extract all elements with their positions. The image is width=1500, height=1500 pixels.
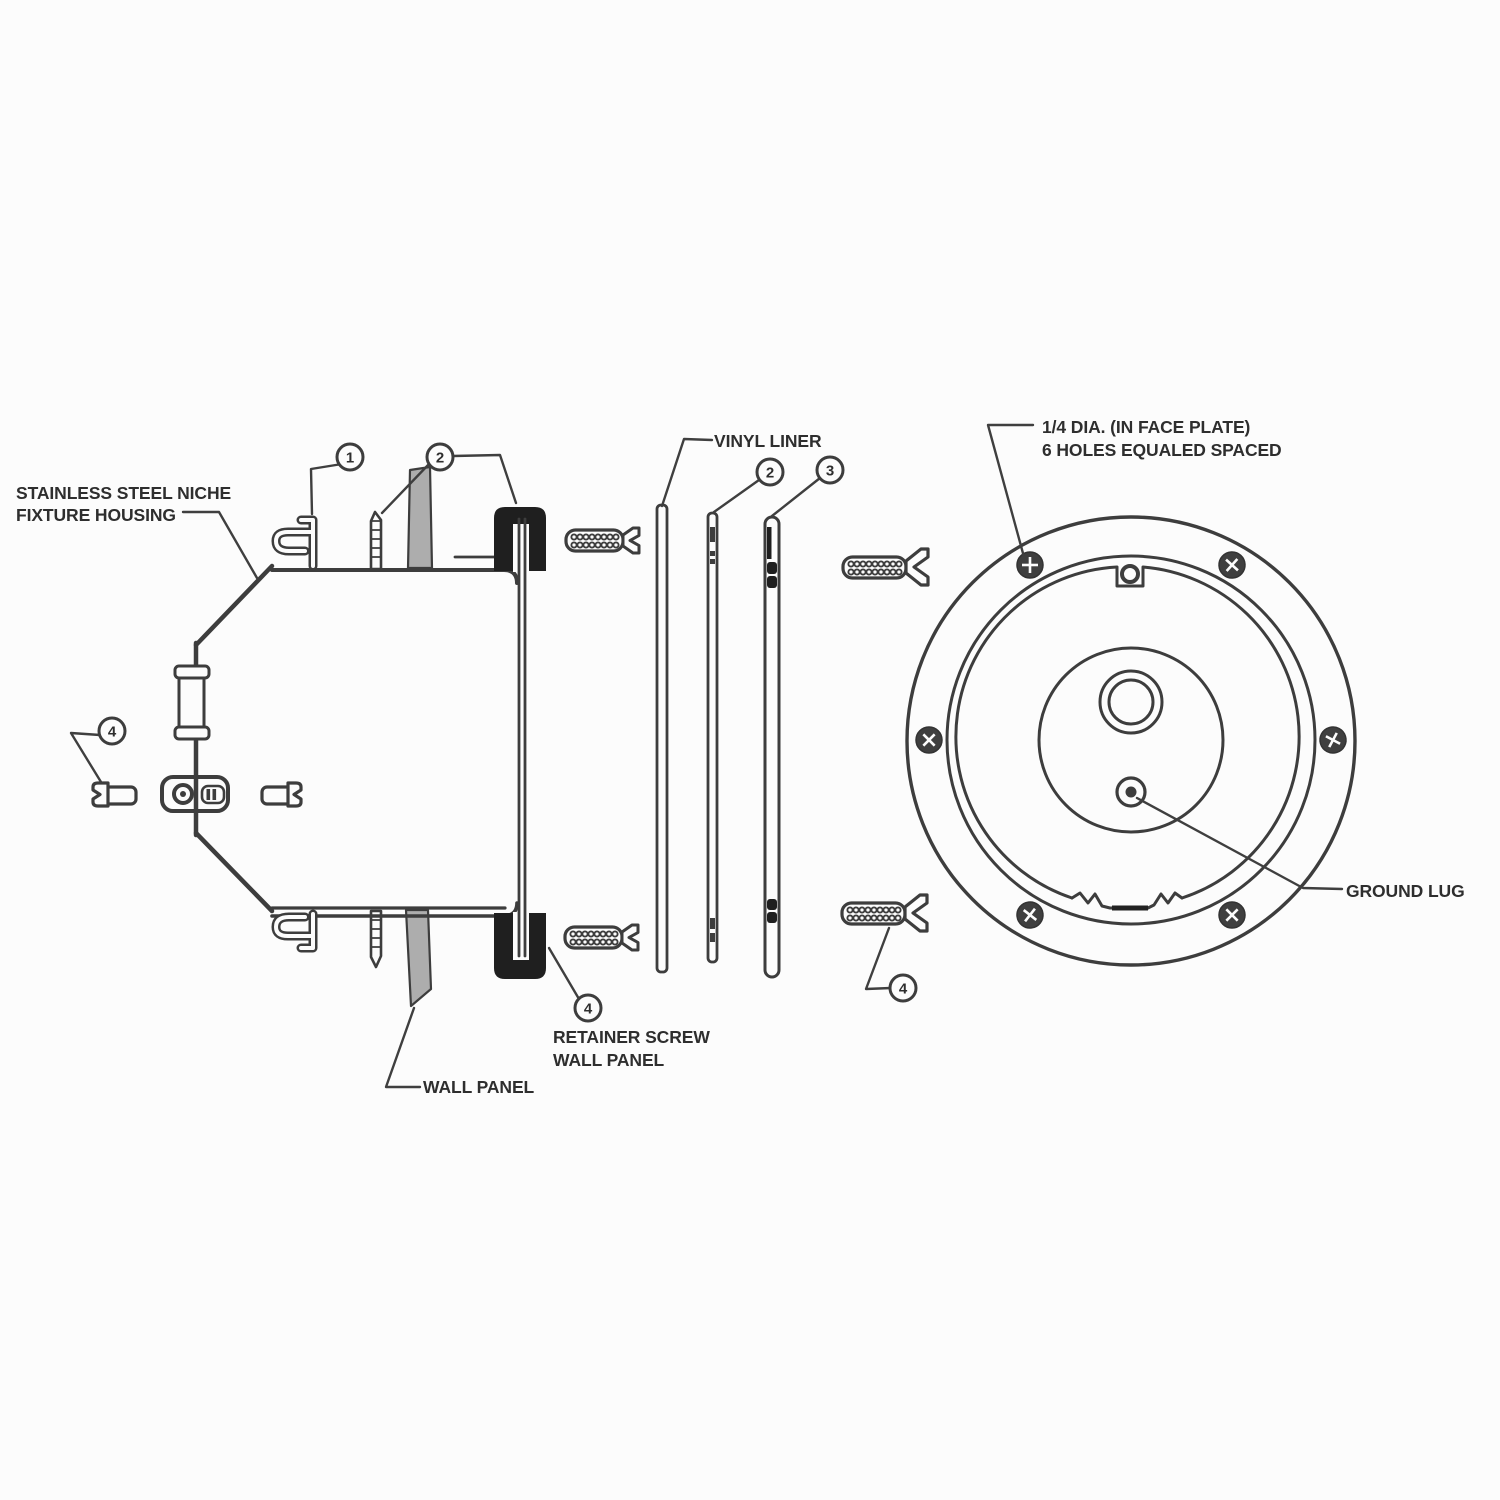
leader-lines (69, 423, 1344, 1089)
leader-callout-4-retainer (547, 946, 581, 1001)
wall-panel-bottom-section (404, 908, 433, 1008)
retainer-screw-bottom (563, 923, 640, 952)
callout-4-number: 4 (108, 724, 117, 741)
leader-callout-1 (309, 462, 344, 516)
lens-opening (1037, 646, 1225, 834)
screw-head (904, 547, 930, 587)
callout-4-number: 4 (899, 981, 908, 998)
callout-2-liner: 2 (755, 457, 785, 487)
front-flange-rim (517, 517, 527, 958)
callout-4-number: 4 (584, 1001, 593, 1018)
leader-wall-panel (384, 1006, 422, 1089)
callout-4-retainer: 4 (573, 993, 603, 1023)
callout-1: 1 (335, 442, 365, 472)
leader-housing (181, 510, 259, 580)
face-plate-outer-edge (905, 515, 1357, 967)
label-wall-panel: WALL PANEL (423, 1077, 535, 1097)
conduit-port (173, 664, 211, 741)
vinyl-liner-strip (655, 503, 669, 974)
callout-2-number: 2 (436, 450, 444, 467)
light-hub (1098, 669, 1164, 735)
face-plate-screw-bottom (840, 893, 929, 933)
sealing-ring-strip (763, 515, 781, 979)
face-plate (905, 515, 1357, 967)
label-retainer-line2: WALL PANEL (553, 1050, 665, 1070)
callout-4-right: 4 (888, 973, 918, 1003)
retaining-ring (954, 565, 1301, 900)
phillips-screw (1218, 551, 1246, 579)
phillips-screw (1016, 901, 1044, 929)
screw-head (903, 893, 929, 933)
label-housing-line1: STAINLESS STEEL NICHE (16, 483, 231, 503)
leader-callout-2-gasket (380, 462, 431, 515)
callout-1-number: 1 (346, 450, 354, 467)
phillips-screw (1218, 901, 1246, 929)
label-face-plate-line2: 6 HOLES EQUALED SPACED (1042, 440, 1282, 460)
leader-callout-3 (770, 476, 822, 518)
label-retainer-line1: RETAINER SCREW (553, 1027, 710, 1047)
gasket-strip-middle (706, 511, 719, 964)
face-plate-screw-top (841, 547, 930, 587)
callout-2-housing: 2 (425, 442, 455, 472)
phillips-screw (1319, 726, 1347, 754)
gasket-strip-bottom (369, 909, 383, 969)
leader-callout-4-left (69, 731, 103, 784)
label-face-plate-line1: 1/4 DIA. (IN FACE PLATE) (1042, 417, 1250, 437)
face-plate-inner-flange (945, 554, 1317, 926)
leader-ground-lug (1135, 796, 1344, 891)
phillips-screw (915, 726, 943, 754)
callout-4-left: 4 (97, 716, 127, 746)
callout-3: 3 (815, 455, 845, 485)
phillips-screw (1016, 551, 1044, 579)
ground-lug (1115, 776, 1147, 808)
housing-shell (193, 555, 519, 918)
label-ground-lug: GROUND LUG (1346, 881, 1465, 901)
screw-head (620, 923, 640, 952)
leader-face-plate-holes (986, 423, 1035, 559)
grounding-screw-left (91, 781, 138, 808)
grounding-screw-right (260, 781, 303, 808)
gasket-strip-top (369, 510, 383, 571)
liner-track-hook-top (271, 515, 318, 571)
leader-callout-4-right (864, 926, 893, 991)
label-vinyl-liner: VINYL LINER (714, 431, 822, 451)
screw-head (621, 526, 641, 555)
callout-3-number: 3 (826, 463, 834, 480)
leader-callout-2-middle (712, 478, 761, 514)
ground-lug-clamp-detail (172, 783, 226, 805)
mounting-tab-hole (1120, 564, 1140, 584)
retainer-screw-top (564, 526, 641, 555)
leader-callout-2-channel (451, 453, 518, 505)
leader-vinyl-liner (660, 437, 714, 508)
label-housing-line2: FIXTURE HOUSING (16, 505, 176, 525)
callout-2-number: 2 (766, 465, 774, 482)
spring-clip (1070, 891, 1184, 911)
liner-track-hook-bottom (271, 909, 318, 953)
niche-housing-section (91, 465, 546, 1008)
